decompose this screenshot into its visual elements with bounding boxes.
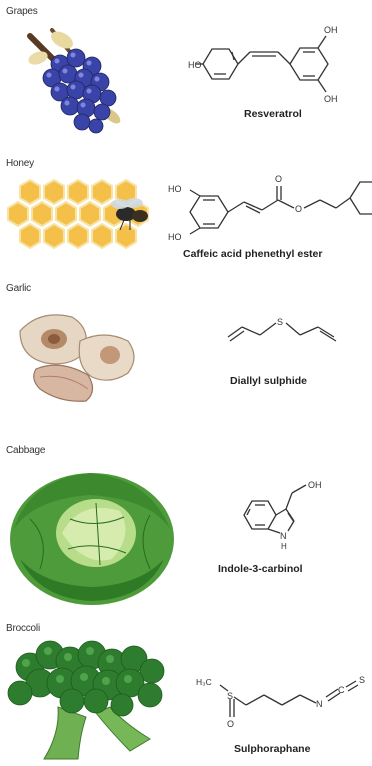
compound-name-indole-3-carbinol: Indole-3-carbinol: [218, 563, 303, 575]
compound-name-sulphoraphane: Sulphoraphane: [234, 743, 311, 755]
atom-ho: HO: [188, 60, 202, 70]
atom-n: N: [280, 531, 287, 541]
atom-s-terminal: S: [359, 675, 365, 685]
food-label-broccoli: Broccoli: [6, 623, 40, 634]
food-label-honey: Honey: [6, 158, 34, 169]
row-cabbage: Cabbage: [0, 415, 372, 605]
sulphoraphane-structure: H₃C S O N C S: [196, 675, 365, 729]
diallyl-sulphide-structure: S: [227, 317, 337, 342]
atom-o-carbonyl: O: [275, 174, 282, 184]
row-broccoli: Broccoli: [0, 605, 372, 766]
atom-h: H: [281, 542, 287, 551]
compound-name-cape: Caffeic acid phenethyl ester: [183, 248, 323, 260]
atom-s: S: [277, 317, 283, 327]
resveratrol-structure: HO OH OH: [188, 25, 338, 104]
atom-oh-bottom: OH: [324, 94, 338, 104]
indole-3-carbinol-structure: OH N H: [243, 480, 322, 551]
cape-structure: HO HO O O: [168, 174, 372, 242]
atom-s-sulfoxide: S: [227, 691, 233, 701]
atom-oh: OH: [308, 480, 322, 490]
honeycomb-illustration: [7, 178, 149, 250]
atom-h3c: H₃C: [196, 677, 212, 687]
row-garlic: Garlic S Diallyl sulphide: [0, 275, 372, 415]
atom-oh-top: OH: [324, 25, 338, 35]
broccoli-illustration: [7, 640, 165, 760]
atom-o: O: [227, 719, 234, 729]
atom-o-ester: O: [295, 204, 302, 214]
atom-ho-bottom: HO: [168, 232, 182, 242]
atom-n: N: [316, 699, 323, 709]
garlic-illustration: [19, 314, 135, 402]
food-label-grapes: Grapes: [6, 6, 38, 17]
grapes-illustration: [27, 28, 121, 134]
atom-ho-top: HO: [168, 184, 182, 194]
compound-name-diallyl-sulphide: Diallyl sulphide: [230, 375, 308, 387]
compound-name-resveratrol: Resveratrol: [244, 108, 302, 120]
food-label-garlic: Garlic: [6, 283, 31, 294]
row-honey: Honey: [0, 150, 372, 275]
row-grapes: Grapes: [0, 0, 372, 150]
cabbage-illustration: [10, 473, 174, 605]
atom-c: C: [338, 685, 345, 695]
food-label-cabbage: Cabbage: [6, 445, 46, 456]
